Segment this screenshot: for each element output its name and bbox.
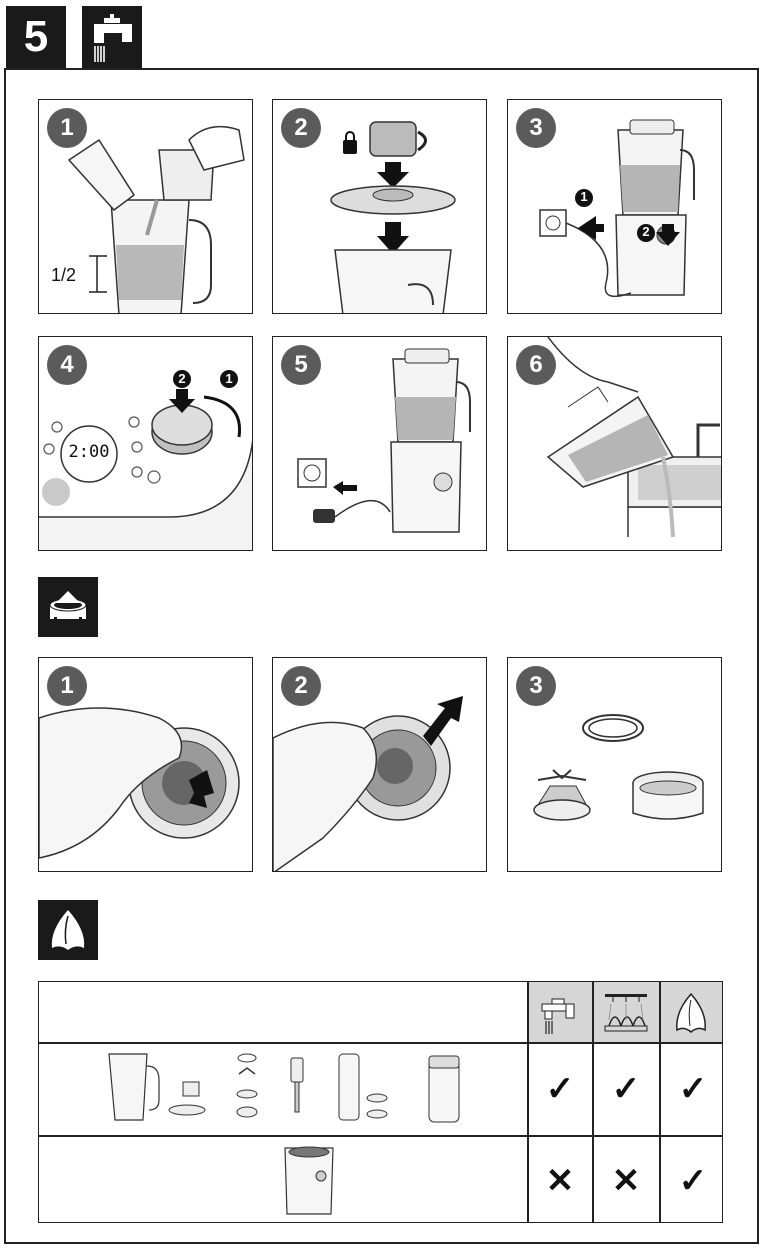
panel-unplug: 5 <box>272 336 487 551</box>
step-badge: 5 <box>281 345 321 385</box>
step-badge: 4 <box>47 345 87 385</box>
callout-1: 1 <box>225 371 233 386</box>
faucet-icon <box>82 6 142 68</box>
row-divider <box>39 1042 722 1044</box>
panel-unlock-blade: 1 <box>38 657 253 872</box>
column-divider <box>659 982 661 1222</box>
step-badge: 3 <box>516 108 556 148</box>
faucet-icon <box>536 990 584 1041</box>
panel-plug-in: 3 1 2 <box>507 99 722 314</box>
panel-start-program: 4 2:00 2 1 <box>38 336 253 551</box>
content-frame <box>4 68 759 1244</box>
column-divider <box>527 982 529 1222</box>
panel-fill-water: 1 1/2 <box>38 99 253 314</box>
check-mark: ✓ <box>611 1070 641 1108</box>
cloth-icon <box>38 900 98 960</box>
check-mark: ✓ <box>545 1070 575 1108</box>
step-badge: 3 <box>516 666 556 706</box>
check-mark: ✓ <box>678 1162 708 1200</box>
step-badge: 2 <box>281 108 321 148</box>
panel-parts: 3 <box>507 657 722 872</box>
motor-unit <box>279 1142 339 1223</box>
step-badge: 1 <box>47 108 87 148</box>
step-badge: 2 <box>281 666 321 706</box>
timer-display: 2:00 <box>68 442 110 462</box>
callout-2: 2 <box>178 371 186 386</box>
step-number-badge: 5 <box>6 6 66 68</box>
cross-mark: ✕ <box>545 1162 575 1200</box>
check-mark: ✓ <box>678 1070 708 1108</box>
dishwasher-safe-parts <box>99 1048 479 1135</box>
panel-remove-blade: 2 <box>272 657 487 872</box>
row-divider <box>39 1135 722 1137</box>
cross-mark: ✕ <box>611 1162 641 1200</box>
callout-1: 1 <box>580 189 588 204</box>
cleaning-table: ✓ ✓ ✓ ✕ ✕ ✓ <box>38 981 723 1223</box>
dishwasher-icon <box>601 990 651 1041</box>
panel-pour-out: 6 <box>507 336 722 551</box>
level-label: 1/2 <box>51 265 77 285</box>
step-badge: 6 <box>516 345 556 385</box>
panel-attach-lid: 2 <box>272 99 487 314</box>
step-badge: 1 <box>47 666 87 706</box>
cloth-icon <box>668 990 714 1041</box>
blade-unit-icon <box>38 577 98 637</box>
column-divider <box>592 982 594 1222</box>
callout-2: 2 <box>642 224 650 239</box>
